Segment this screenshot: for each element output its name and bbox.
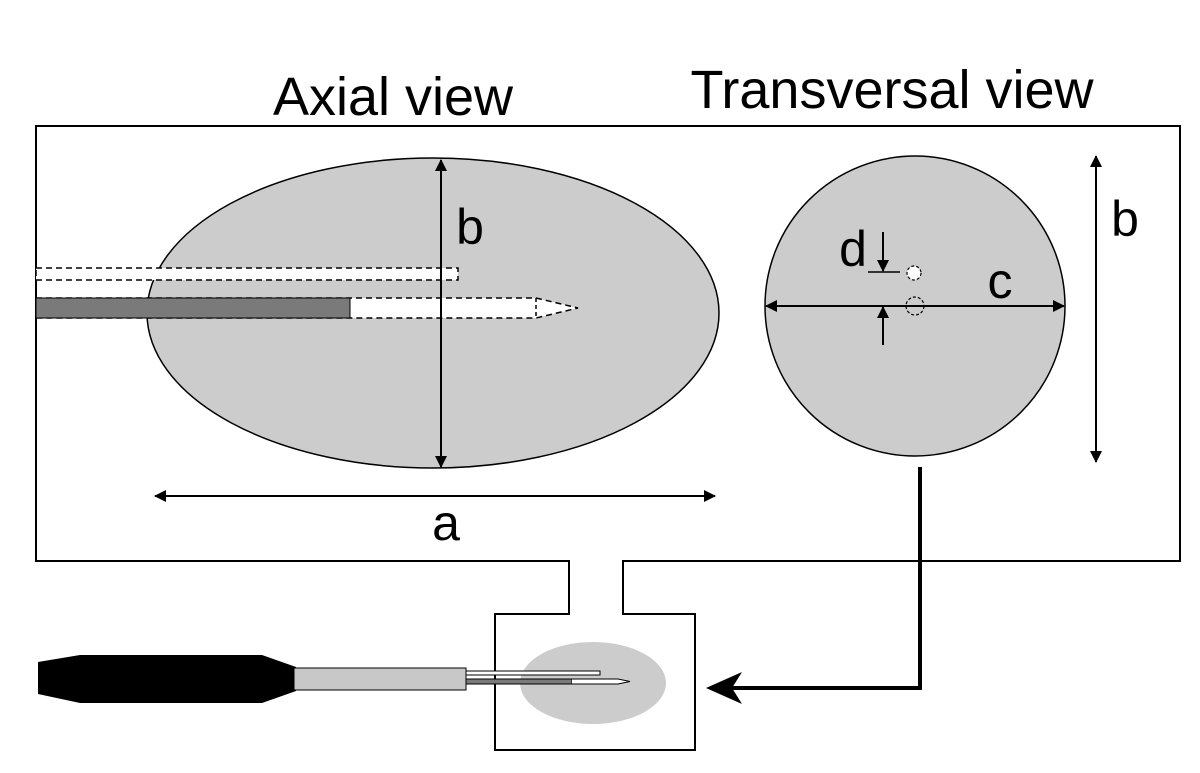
inset-lower-electrode-tip: [572, 678, 631, 685]
axial-view-title: Axial view: [273, 67, 514, 127]
inset-lower-electrode-active: [465, 678, 573, 685]
upper-electrode: [35, 267, 459, 281]
transversal-b-label: b: [1111, 191, 1139, 247]
probe-shaft: [293, 667, 467, 691]
connector-arrow: [715, 467, 922, 690]
axial-b-label: b: [456, 199, 484, 255]
a-label: a: [432, 495, 460, 551]
lower-electrode-active-part: [35, 297, 351, 319]
upper-electrode-cross-section: [906, 265, 922, 281]
c-label: c: [988, 253, 1013, 309]
transversal-view-title: Transversal view: [690, 60, 1094, 120]
connector-arrow-head: [706, 672, 742, 704]
inset-upper-electrode: [465, 670, 601, 676]
probe-handle: [38, 655, 296, 703]
d-label: d: [839, 221, 867, 277]
